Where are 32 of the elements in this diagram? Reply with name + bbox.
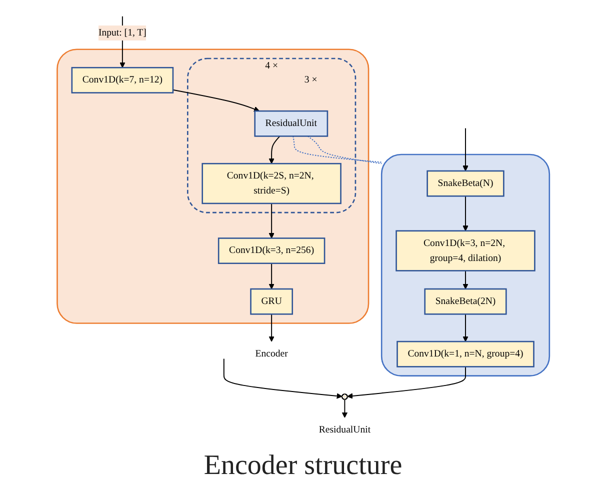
node-box: Conv1D(k=2S, n=2N, stride=S): [201, 162, 342, 204]
node-box: Conv1D(k=3, n=2N, group=4, dilation): [395, 230, 536, 272]
arrow: [346, 366, 466, 399]
cluster: [380, 154, 550, 376]
node-box: Conv1D(k=3, n=256): [218, 238, 325, 264]
arrow: [342, 398, 348, 418]
cluster: [186, 58, 356, 214]
connector: [307, 136, 382, 164]
arrow: [268, 314, 274, 342]
node-box: SnakeBeta(2N): [424, 288, 506, 315]
node-label: 4 ×: [264, 60, 278, 71]
node-text: ResidualUnit: [318, 424, 370, 436]
arrow: [268, 136, 280, 164]
arrow: [462, 314, 468, 342]
node-box: SnakeBeta(N): [426, 170, 504, 197]
node-text: Encoder: [254, 348, 288, 360]
arrow: [462, 270, 468, 290]
node-box: GRU: [250, 288, 293, 315]
edge-label: Input: [1, T]: [98, 27, 146, 38]
node-box: ResidualUnit: [254, 110, 328, 137]
arrow: [462, 196, 468, 232]
arrow: [172, 89, 260, 112]
node-label: 3 ×: [304, 74, 317, 86]
connector: [292, 136, 382, 163]
node-box: Conv1D(k=1, n=N, group=4): [396, 340, 534, 368]
caption: Encoder structure: [202, 450, 404, 482]
arrow: [268, 202, 274, 238]
node-box: Conv1D(k=7, n=12): [70, 66, 174, 94]
cluster: [56, 48, 369, 324]
arrow: [223, 358, 342, 399]
arrow: [268, 262, 274, 290]
arrow: [462, 128, 468, 172]
